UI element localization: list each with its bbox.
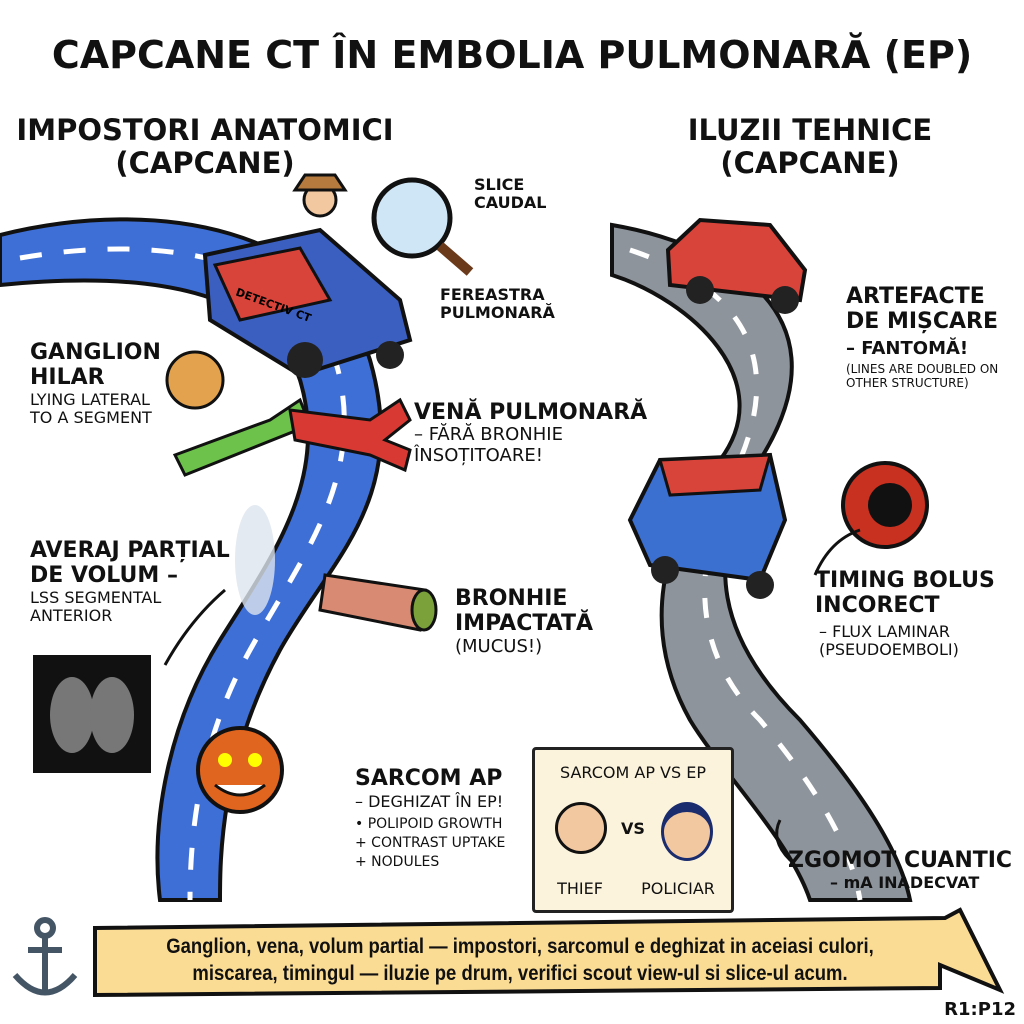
page-title: CAPCANE CT ÎN EMBOLIA PULMONARĂ (EP) xyxy=(51,33,973,77)
sarcom-title: SARCOM AP xyxy=(355,766,503,791)
left-heading: IMPOSTORI ANATOMICI xyxy=(16,113,394,147)
sarcom-point: + NODULES xyxy=(355,853,440,870)
timing-desc: – FLUX LAMINAR (PSEUDOEMBOLI) xyxy=(819,621,959,659)
timing-title: TIMING BOLUS INCORECT xyxy=(815,568,995,619)
bronhie-title: BRONHIE IMPACTATĂ xyxy=(455,586,594,637)
artefacte-callout: ARTEFACTE DE MIȘCARE – FANTOMĂ! (LINES A… xyxy=(846,284,1021,391)
averaj-title: AVERAJ PARȚIAL DE VOLUM – xyxy=(30,538,230,589)
sarcom-point: • POLIPOID GROWTH xyxy=(355,815,503,832)
sarcoma-monster xyxy=(196,726,284,814)
fereastra-label: FEREASTRA PULMONARĂ xyxy=(440,285,555,323)
artefacte-desc: (LINES ARE DOUBLED ON OTHER STRUCTURE) xyxy=(846,362,999,391)
banner-text: Ganglion, vena, volum partial — impostor… xyxy=(95,933,945,988)
banner-line-1: Ganglion, vena, volum partial — impostor… xyxy=(166,935,874,958)
magnifier-icon xyxy=(371,177,474,276)
vs-label: VS xyxy=(621,819,645,838)
averaj-callout: AVERAJ PARȚIAL DE VOLUM – LSS SEGMENTAL … xyxy=(30,538,270,625)
banner-ribbon xyxy=(93,907,1005,998)
ganglion-callout: GANGLION HILAR LYING LATERAL TO A SEGMEN… xyxy=(30,340,170,427)
ganglion-node xyxy=(165,350,225,410)
police-label: POLICIAR xyxy=(641,879,715,898)
bronhie-callout: BRONHIE IMPACTATĂ (MUCUS!) xyxy=(455,586,625,657)
right-subheading: (CAPCANE) xyxy=(720,146,900,181)
sarcom-point: + CONTRAST UPTAKE xyxy=(355,834,506,851)
sarcom-sub: – DEGHIZAT ÎN EP! xyxy=(355,792,504,812)
blue-car xyxy=(627,452,788,599)
left-subheading: (CAPCANE) xyxy=(115,146,295,181)
ganglion-title: GANGLION HILAR xyxy=(30,340,161,391)
vein-red xyxy=(288,397,412,473)
timing-callout: TIMING BOLUS INCORECT – FLUX LAMINAR (PS… xyxy=(815,568,1020,659)
detective-car: DETECTIV CT xyxy=(202,173,413,378)
ganglion-desc: LYING LATERAL TO A SEGMENT xyxy=(30,389,152,427)
thief-label: THIEF xyxy=(557,879,603,898)
zgomot-desc: – mA INADECVAT xyxy=(830,873,980,893)
averaj-desc: LSS SEGMENTAL ANTERIOR xyxy=(30,587,162,625)
zgomot-title: ZGOMOT CUANTIC xyxy=(788,848,1013,873)
anchor-icon xyxy=(12,917,78,996)
vena-desc: – FĂRĂ BRONHIE ÎNSOȚITOARE! xyxy=(414,424,563,466)
comparison-box: SARCOM AP vs EP VS THIEF POLICIAR xyxy=(532,747,734,913)
right-heading-group: ILUZII TEHNICE (CAPCANE) xyxy=(620,113,1000,181)
red-car xyxy=(665,217,808,314)
zgomot-callout: ZGOMOT CUANTIC – mA INADECVAT xyxy=(788,848,1020,892)
thief-icon xyxy=(555,802,607,854)
artefacte-title: ARTEFACTE DE MIȘCARE xyxy=(846,284,999,335)
bronhie-desc: (MUCUS!) xyxy=(455,635,543,657)
artefacte-sub: – FANTOMĂ! xyxy=(846,337,969,359)
banner-line-2: miscarea, timingul — iluzie pe drum, ver… xyxy=(192,962,848,986)
vs-title: SARCOM AP vs EP xyxy=(560,763,706,782)
vena-title: VENĂ PULMONARĂ xyxy=(414,400,648,425)
left-heading-group: IMPOSTORI ANATOMICI (CAPCANE) xyxy=(5,113,405,181)
slice-caudal-label: SLICE CAUDAL xyxy=(474,175,547,213)
page-code: R1:P12 xyxy=(944,999,1016,1020)
police-icon xyxy=(661,802,713,861)
vena-callout: VENĂ PULMONARĂ – FĂRĂ BRONHIE ÎNSOȚITOAR… xyxy=(414,400,654,467)
impacted-bronchus xyxy=(318,573,427,632)
right-heading: ILUZII TEHNICE xyxy=(687,113,933,147)
sarcom-callout: SARCOM AP – DEGHIZAT ÎN EP! • POLIPOID G… xyxy=(355,766,530,870)
